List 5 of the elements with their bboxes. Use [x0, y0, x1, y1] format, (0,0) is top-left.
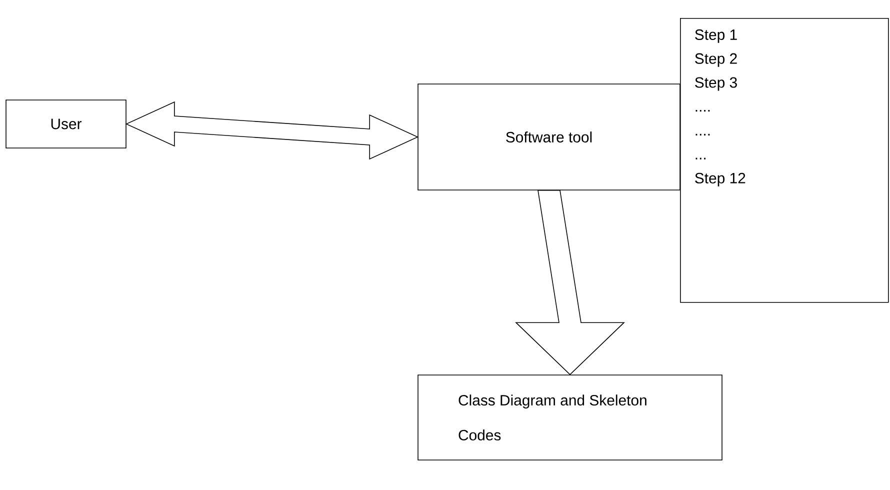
block-arrow: [515, 190, 625, 376]
process-box: Software tool: [418, 84, 680, 190]
user-box: User: [6, 100, 126, 148]
step-list-box: Step 1 Step 2 Step 3 .... .... ... Step 12: [680, 18, 889, 303]
output-box: Class Diagram and Skeleton Codes: [418, 374, 722, 460]
